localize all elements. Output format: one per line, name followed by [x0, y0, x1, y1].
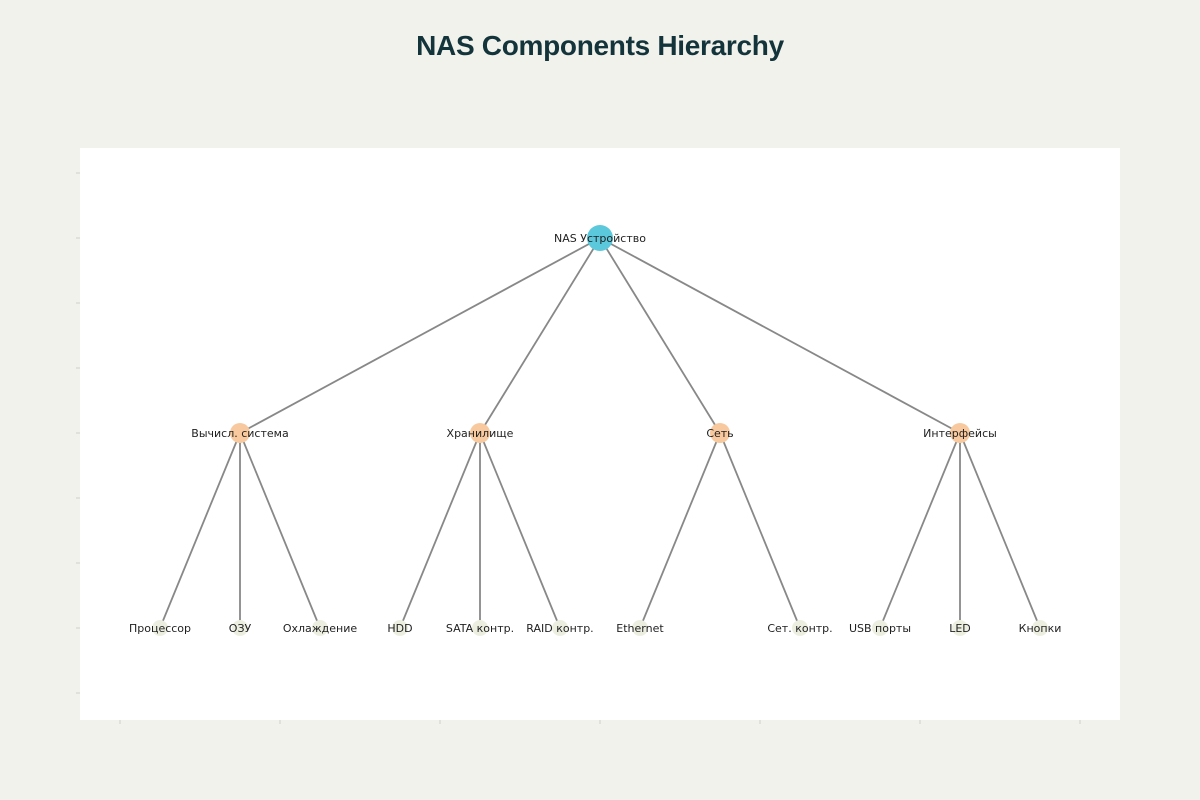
- leaf-node: [152, 620, 168, 636]
- leaf-node: [632, 620, 648, 636]
- edge: [239, 432, 321, 629]
- chart-title: NAS Components Hierarchy: [416, 30, 784, 61]
- leaf-node-label: LED: [949, 622, 971, 635]
- edge: [399, 432, 481, 629]
- leaf-node: [1032, 620, 1048, 636]
- leaf-node: [792, 620, 808, 636]
- edge: [479, 237, 601, 434]
- edge: [159, 432, 241, 629]
- leaf-node-label: Процессор: [129, 622, 191, 635]
- axis-ticks: [76, 172, 1081, 724]
- leaf-node-label: HDD: [387, 622, 412, 635]
- category-node: [470, 423, 490, 443]
- leaf-node-label: Кнопки: [1019, 622, 1062, 635]
- edge: [239, 237, 601, 434]
- category-node-label: Вычисл. система: [191, 427, 288, 440]
- leaf-node: [472, 620, 488, 636]
- category-node-label: Хранилище: [447, 427, 514, 440]
- category-node-label: Интерфейсы: [923, 427, 997, 440]
- leaf-node-label: RAID контр.: [526, 622, 593, 635]
- edge: [639, 432, 721, 629]
- leaf-node: [392, 620, 408, 636]
- edge: [479, 432, 561, 629]
- leaf-node-label: Сет. контр.: [767, 622, 832, 635]
- edge: [599, 237, 721, 434]
- leaf-node-label: Ethernet: [616, 622, 664, 635]
- leaf-node: [952, 620, 968, 636]
- root-node-label: NAS Устройство: [554, 232, 646, 245]
- leaf-node-label: ОЗУ: [229, 622, 252, 635]
- leaf-node: [872, 620, 888, 636]
- nodes: [152, 225, 1048, 636]
- leaf-node: [552, 620, 568, 636]
- category-node: [230, 423, 250, 443]
- node-labels: Процессор ОЗУ Охлаждение Вычисл. системаHDD…: [129, 232, 1061, 635]
- leaf-node: [312, 620, 328, 636]
- leaf-node: [232, 620, 248, 636]
- root-node: [587, 225, 613, 251]
- edge: [879, 432, 961, 629]
- edge: [719, 432, 801, 629]
- leaf-node-label: USB порты: [849, 622, 911, 635]
- edge: [959, 432, 1041, 629]
- category-node: [950, 423, 970, 443]
- leaf-node-label: Охлаждение: [283, 622, 358, 635]
- leaf-node-label: SATA контр.: [446, 622, 514, 635]
- category-node-label: Сеть: [706, 427, 733, 440]
- category-node: [710, 423, 730, 443]
- edge: [599, 237, 961, 434]
- edges: [159, 237, 1041, 629]
